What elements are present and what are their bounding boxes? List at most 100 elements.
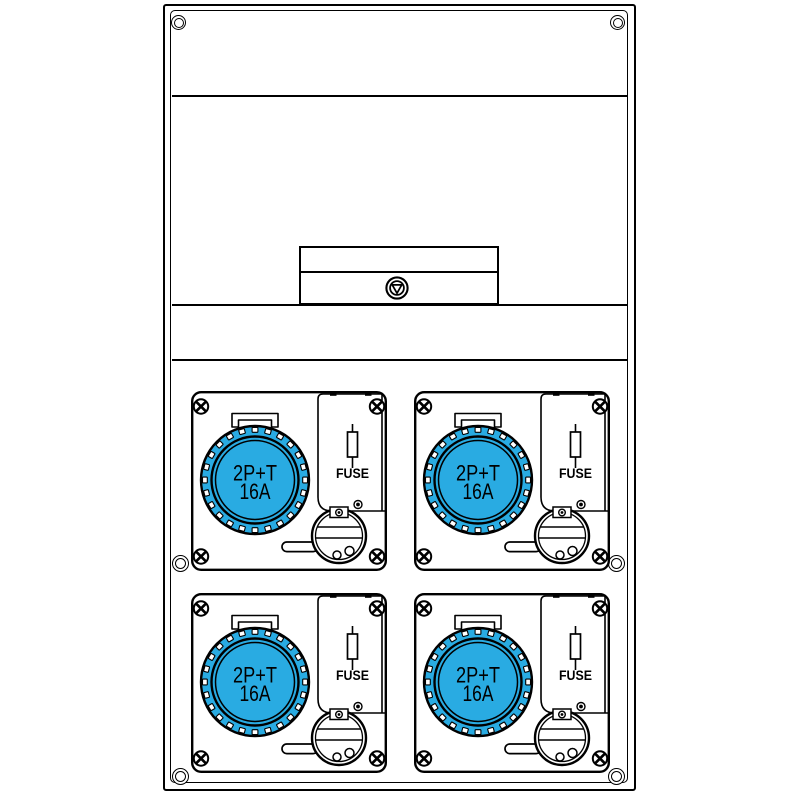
socket-rating-line2: 16A	[240, 681, 271, 706]
socket: 2P+T 16A	[422, 412, 534, 536]
carrier-pin	[555, 550, 565, 560]
socket-face-inner-ring	[214, 439, 296, 521]
enclosure-inner-frame	[170, 10, 628, 783]
phillips-screw-icon	[591, 750, 609, 767]
phillips-screw-icon	[415, 398, 433, 415]
phillips-screw-icon	[192, 750, 210, 767]
phillips-screw-icon	[591, 600, 609, 617]
socket: 2P+T 16A	[199, 614, 311, 738]
phillips-screw-icon	[192, 398, 210, 415]
socket-face	[433, 637, 523, 727]
phillips-screw-icon	[192, 548, 210, 565]
socket: 2P+T 16A	[199, 412, 311, 536]
mounting-hole	[172, 555, 189, 572]
socket-rating-line2: 16A	[240, 479, 271, 504]
fuse-icon	[346, 626, 359, 670]
fuse-icon	[569, 424, 582, 468]
small-screw-icon	[576, 701, 586, 712]
phillips-screw-icon	[368, 750, 386, 767]
fuse-cover-panel: FUSE	[540, 594, 609, 714]
mounting-hole	[608, 768, 625, 785]
top-strip-divider-line	[172, 95, 627, 97]
phillips-screw-icon	[368, 548, 386, 565]
corner-screw-hole	[171, 15, 186, 30]
socket-face-inner-ring	[437, 439, 519, 521]
fuse-icon	[569, 626, 582, 670]
socket-face-inner-ring	[437, 641, 519, 723]
socket-face	[433, 435, 523, 525]
phillips-screw-icon	[591, 548, 609, 565]
socket: 2P+T 16A	[422, 614, 534, 738]
fuse-label: FUSE	[336, 466, 369, 481]
socket-face-inner-ring	[214, 641, 296, 723]
cover-clip	[588, 392, 595, 396]
socket-face	[210, 435, 300, 525]
mounting-hole-inner	[174, 770, 187, 783]
socket-area-top-line	[172, 359, 627, 361]
fuse-cover-panel: FUSE	[540, 392, 609, 512]
mounting-hole-inner	[174, 557, 187, 570]
fuse-cover-panel: FUSE	[317, 594, 386, 714]
fuse-label: FUSE	[559, 668, 592, 683]
socket-module: FUSE 2P+T	[191, 391, 387, 571]
small-screw-icon	[353, 701, 363, 712]
socket-rating-line2: 16A	[463, 681, 494, 706]
fuse-label: FUSE	[336, 668, 369, 683]
corner-screw-hole-inner	[173, 17, 184, 28]
cover-clip	[330, 594, 337, 598]
carrier-pin	[332, 752, 342, 762]
cover-clip	[588, 594, 595, 598]
socket-rating-line2: 16A	[463, 479, 494, 504]
ring-teeth	[201, 426, 309, 534]
fuse-label: FUSE	[559, 466, 592, 481]
socket-rating-line1: 2P+T	[233, 663, 277, 688]
mounting-hole-inner	[610, 557, 623, 570]
socket-module: FUSE 2P+T	[414, 593, 610, 773]
corner-screw-hole-inner	[612, 17, 623, 28]
small-screw-icon	[576, 499, 586, 510]
cover-clip	[553, 594, 560, 598]
ring-teeth	[424, 426, 532, 534]
socket-top-clip	[231, 412, 279, 428]
socket-module: FUSE 2P+T	[414, 391, 610, 571]
enclosure-outer-frame	[163, 4, 636, 791]
phillips-screw-icon	[415, 548, 433, 565]
cover-clip	[330, 392, 337, 396]
socket-rating-line1: 2P+T	[233, 461, 277, 486]
ring-teeth	[201, 628, 309, 736]
carrier-pin	[567, 545, 578, 557]
lid-latch-divider	[301, 271, 497, 273]
cover-clip	[365, 392, 372, 396]
socket-top-clip	[454, 412, 502, 428]
cover-clip	[553, 392, 560, 396]
corner-screw-hole	[610, 15, 625, 30]
lid-latch	[299, 246, 499, 305]
carrier-pin	[344, 747, 355, 759]
carrier-pin	[567, 747, 578, 759]
mounting-hole-inner	[610, 770, 623, 783]
mounting-hole	[608, 555, 625, 572]
quarter-turn-lock-icon	[385, 276, 409, 300]
phillips-screw-icon	[368, 398, 386, 415]
socket-rating-line1: 2P+T	[456, 663, 500, 688]
carrier-pin	[344, 545, 355, 557]
socket-module: FUSE 2P+T	[191, 593, 387, 773]
ring-teeth	[424, 628, 532, 736]
phillips-screw-icon	[415, 600, 433, 617]
small-screw-icon	[353, 499, 363, 510]
fuse-icon	[346, 424, 359, 468]
fuse-carrier	[533, 506, 591, 565]
mounting-hole	[172, 768, 189, 785]
phillips-screw-icon	[368, 600, 386, 617]
lid-bottom-line	[172, 304, 627, 306]
cover-clip	[365, 594, 372, 598]
phillips-screw-icon	[192, 600, 210, 617]
carrier-pin	[555, 752, 565, 762]
fuse-cover-panel: FUSE	[317, 392, 386, 512]
fuse-carrier	[533, 708, 591, 767]
socket-top-clip	[454, 614, 502, 630]
fuse-carrier	[310, 506, 368, 565]
phillips-screw-icon	[415, 750, 433, 767]
carrier-pin	[332, 550, 342, 560]
